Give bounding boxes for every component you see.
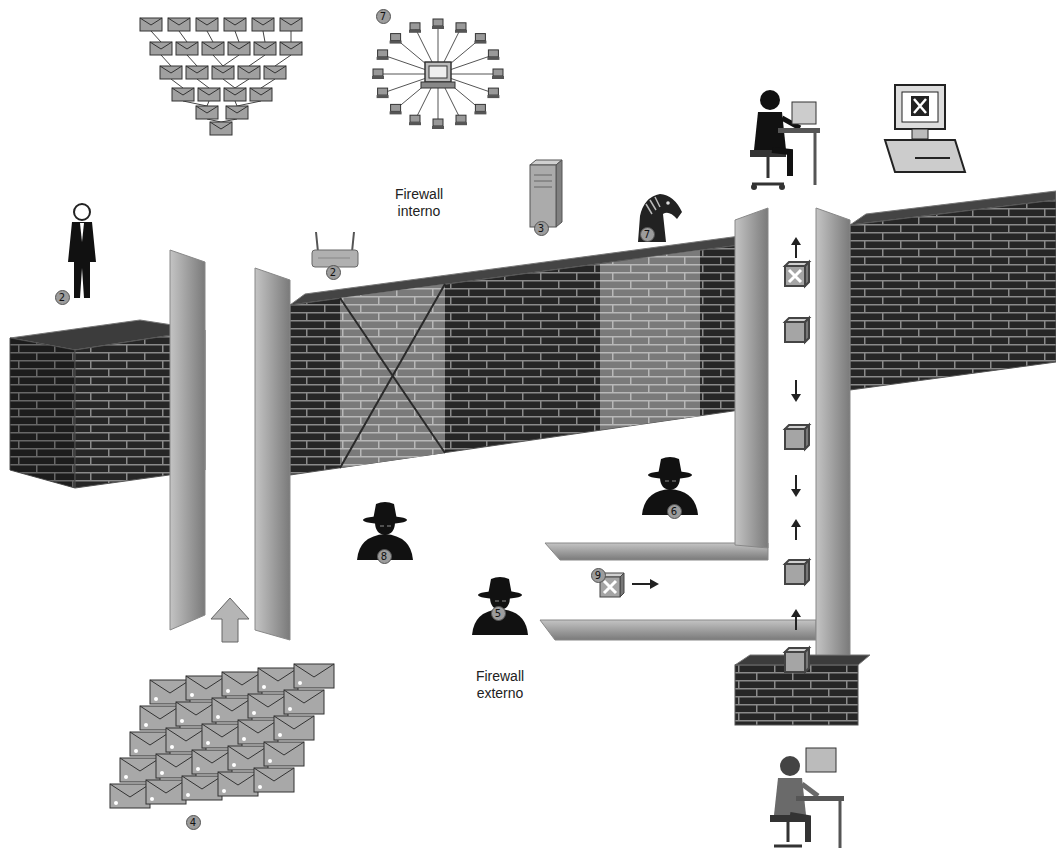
workstation-user <box>770 748 844 848</box>
callout-number: 7 <box>376 9 391 24</box>
rogue-packet <box>600 573 659 597</box>
workstation-user <box>750 90 820 190</box>
callout-number: 6 <box>667 504 682 519</box>
channel-panel <box>540 208 870 725</box>
router-icon <box>312 232 358 267</box>
callout-number: 8 <box>377 549 392 564</box>
server-icon <box>530 160 562 227</box>
packet-stack <box>785 237 809 672</box>
firewall-label: Firewall interno <box>376 186 462 220</box>
callout-number: 9 <box>591 568 606 583</box>
callout-number: 4 <box>186 815 201 830</box>
network-star <box>372 19 504 129</box>
callout-number: 2 <box>326 265 341 280</box>
brick-wall <box>290 234 755 475</box>
mail-flood <box>110 664 334 808</box>
person-figure <box>68 204 96 298</box>
firewall-label: Firewall externo <box>453 668 547 702</box>
brick-wall <box>850 191 1056 390</box>
trojan-horse-icon <box>638 194 682 242</box>
channel-panel <box>170 250 290 642</box>
callout-number: 2 <box>55 290 70 305</box>
computer-icon <box>885 85 965 172</box>
callout-number: 5 <box>491 606 506 621</box>
callout-number: 7 <box>640 227 655 242</box>
worm-mail-tree <box>140 18 302 135</box>
callout-number: 3 <box>534 221 549 236</box>
hacker-figure <box>472 577 528 635</box>
